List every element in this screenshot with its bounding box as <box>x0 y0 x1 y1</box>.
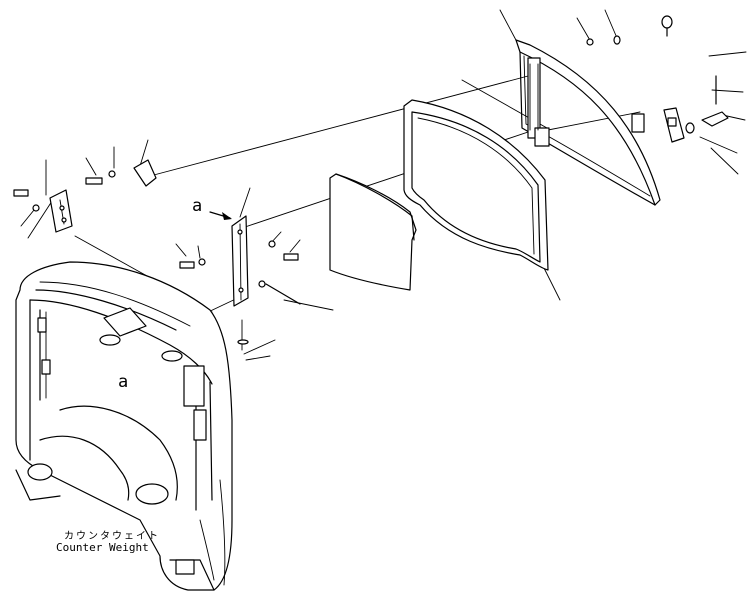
counterweight-body <box>15 261 233 591</box>
callout-arrow-top <box>209 211 232 220</box>
bolt-head-top <box>661 15 673 29</box>
lock-receiver <box>631 113 645 133</box>
bracket-bolt <box>283 253 299 261</box>
left-bolt <box>179 261 195 269</box>
top-mount-plate <box>103 307 147 337</box>
hinge-strip <box>527 57 541 139</box>
insulation-pad <box>329 173 417 291</box>
small-clip <box>613 35 621 45</box>
caption-japanese: カウンタウェイト <box>64 531 160 542</box>
latch-plate <box>534 127 550 147</box>
center-hinge-bracket <box>179 215 301 345</box>
bottom-mount <box>175 559 195 575</box>
lift-hole-left <box>99 334 121 346</box>
door-panel <box>515 39 661 206</box>
right-slot <box>193 409 207 441</box>
left-bracket <box>13 159 157 233</box>
gasket-frame <box>403 99 549 271</box>
left-boss <box>27 463 53 481</box>
lock-nut <box>685 122 695 134</box>
mid-bolt <box>85 177 103 185</box>
lock-assembly <box>586 15 729 143</box>
bracket-washer <box>268 240 276 248</box>
small-screw <box>586 38 594 46</box>
callout-letter-top: a <box>192 196 203 216</box>
striker-plate <box>133 159 157 187</box>
left-bolt-upper <box>13 189 29 197</box>
lock-lever <box>701 111 729 127</box>
hinge-pin <box>265 283 301 305</box>
bottom-boss <box>135 483 169 505</box>
lift-hole-right <box>161 350 183 362</box>
right-bracket-mount <box>183 365 205 407</box>
callout-letter-main: a <box>118 372 129 392</box>
caption-english: Counter Weight <box>56 541 149 554</box>
bottom-washer <box>237 339 249 345</box>
